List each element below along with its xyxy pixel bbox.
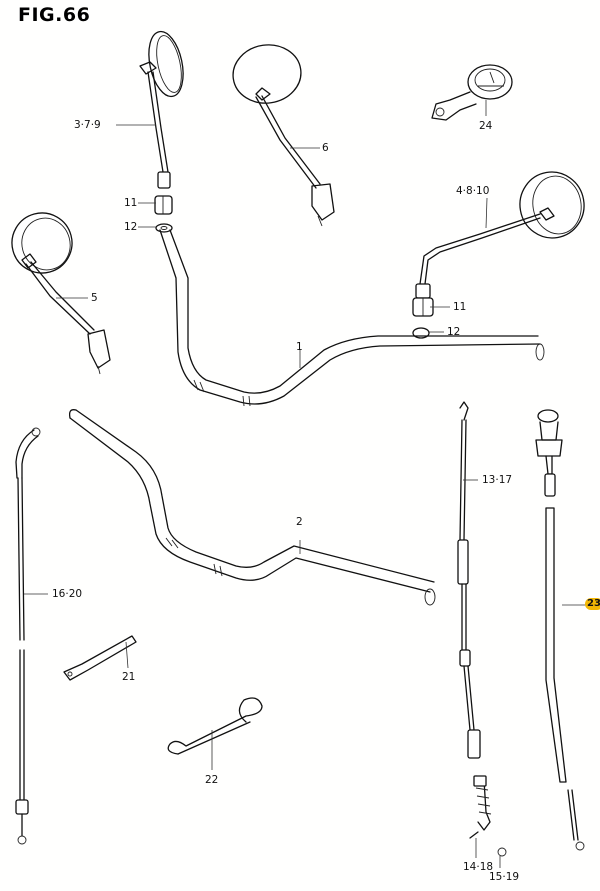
fitting-24 <box>431 64 513 121</box>
mirror-4-8-10 <box>415 171 585 299</box>
handlebar-2 <box>68 409 436 606</box>
callout-12-right: 12 <box>447 326 461 338</box>
throttle-cable-16-20 <box>15 427 41 845</box>
washer-12-upper <box>155 223 173 233</box>
callout-12-upper: 12 <box>124 221 138 233</box>
bracket-21 <box>63 635 137 681</box>
callout-14-18: 14·18 <box>463 861 494 873</box>
callout-21: 21 <box>122 671 136 683</box>
callout-16-20: 16·20 <box>52 588 83 600</box>
mirror-3-7-9 <box>139 30 184 189</box>
callout-6: 6 <box>322 142 329 154</box>
callout-13-17: 13·17 <box>482 474 513 486</box>
mirror-6 <box>232 44 335 227</box>
mirror-5 <box>11 212 111 375</box>
nut-11-upper <box>154 195 173 215</box>
callout-1: 1 <box>296 341 303 353</box>
callout-23: 23 <box>585 598 600 610</box>
wire-clip-22 <box>167 697 263 755</box>
callout-24: 24 <box>479 120 493 132</box>
callout-22: 22 <box>205 774 219 786</box>
figure-title: FIG.66 <box>18 4 91 26</box>
callout-11-upper: 11 <box>124 197 138 209</box>
callout-11-right: 11 <box>453 301 467 313</box>
callout-3-7-9: 3·7·9 <box>74 119 101 131</box>
callout-5: 5 <box>91 292 98 304</box>
callout-4-8-10: 4·8·10 <box>456 185 490 197</box>
clutch-cable-13-17 <box>457 401 507 857</box>
handlebar-1 <box>159 229 545 407</box>
leader-lines <box>24 100 586 868</box>
callout-2: 2 <box>296 516 303 528</box>
choke-cable-23 <box>535 409 585 851</box>
callout-15-19: 15·19 <box>489 871 520 883</box>
